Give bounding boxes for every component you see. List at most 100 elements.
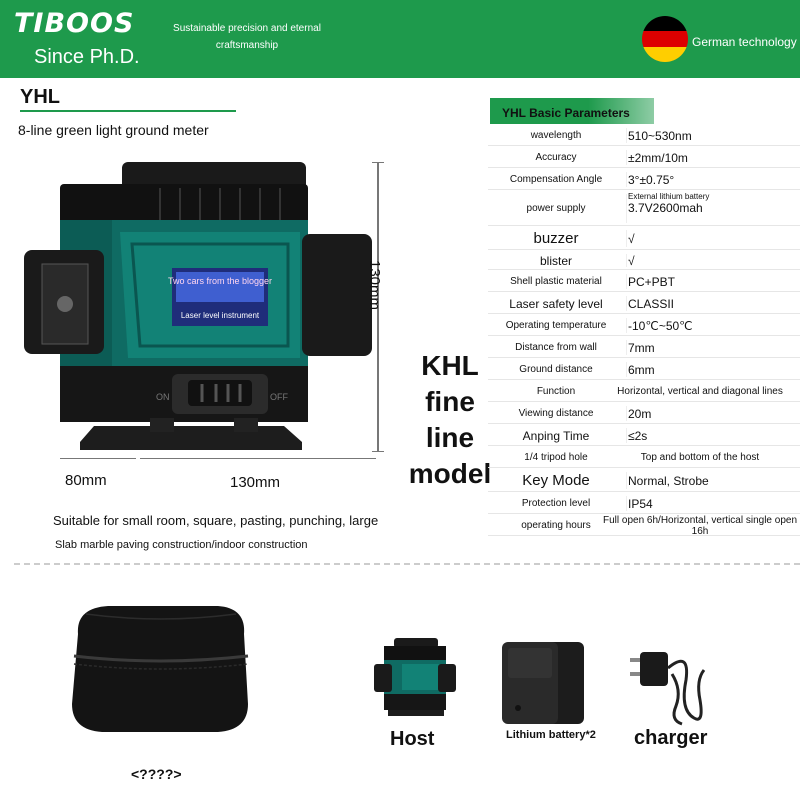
param-key: Protection level (521, 498, 591, 509)
title-underline (20, 110, 236, 112)
since-text: Since Ph.D. (34, 46, 140, 68)
param-key: Accuracy (535, 152, 577, 163)
param-row: 1/4 tripod hole Top and bottom of the hos… (488, 448, 800, 468)
param-key: wavelength (530, 130, 582, 141)
params-title: YHL Basic Parameters (502, 106, 630, 120)
laser-level-image: Two cars from the blogger Laser level in… (24, 162, 372, 450)
param-separator (626, 254, 627, 267)
bag-label: <????> (131, 766, 182, 782)
param-separator (626, 340, 627, 355)
depth-dimension-label: 80mm (65, 472, 107, 489)
param-row: Shell plastic material PC+PBT (488, 272, 800, 292)
param-separator (626, 296, 627, 311)
param-value: ±2mm/10m (628, 150, 688, 165)
param-row: blister √ (488, 252, 800, 270)
height-dimension-label: 130mm (366, 260, 383, 311)
param-separator (626, 428, 627, 443)
param-key: 1/4 tripod hole (524, 452, 588, 463)
param-row: Viewing distance 20m (488, 404, 800, 424)
param-value: 510~530nm (628, 128, 692, 143)
param-value: CLASSII (628, 296, 675, 311)
param-key: Key Mode (522, 472, 590, 489)
param-value: PC+PBT (628, 274, 676, 289)
param-value: Horizontal, vertical and diagonal lines (617, 386, 783, 397)
param-note: External lithium battery (628, 192, 710, 201)
host-label: Host (390, 728, 435, 750)
param-row: Distance from wall 7mm (488, 338, 800, 358)
param-value: Top and bottom of the host (640, 452, 760, 463)
param-row: Laser safety level CLASSII (488, 294, 800, 314)
section-divider (14, 563, 800, 565)
param-separator (626, 496, 627, 511)
param-key: Operating temperature (505, 320, 607, 331)
param-row: Ground distance 6mm (488, 360, 800, 380)
product-subtitle: 8-line green light ground meter (18, 122, 209, 138)
param-separator (626, 194, 627, 223)
param-row: Anping Time ≤2s (488, 426, 800, 446)
header-band: TIBOOS Since Ph.D. Sustainable precision… (0, 0, 800, 78)
param-row: wavelength 510~530nm (488, 126, 800, 146)
param-key: Distance from wall (515, 342, 597, 353)
param-value: 7mm (628, 340, 655, 355)
param-value: Normal, Strobe (628, 473, 709, 488)
param-key: Shell plastic material (510, 276, 602, 287)
param-value: 3°±0.75° (628, 172, 675, 187)
params-title-bar: YHL Basic Parameters (490, 98, 654, 124)
charger-label: charger (634, 727, 708, 749)
param-value: IP54 (628, 496, 653, 511)
param-key: Function (536, 386, 576, 397)
param-value: -10℃~50℃ (628, 318, 693, 333)
param-key: Laser safety level (509, 296, 603, 311)
width-dimension-label: 130mm (230, 474, 281, 491)
param-separator (626, 230, 627, 247)
param-row: Accuracy ±2mm/10m (488, 148, 800, 168)
device-label-line2: Laser level instrument (181, 311, 260, 320)
param-separator (626, 362, 627, 377)
param-separator (626, 318, 627, 333)
german-technology-text: German technology (692, 35, 797, 49)
width-dimension-line (140, 458, 376, 459)
param-value-text: 3.7V2600mah (628, 201, 703, 215)
suitable-text-2: Slab marble paving construction/indoor c… (55, 539, 308, 551)
param-key: Anping Time (522, 428, 590, 443)
model-name: KHL fine line model (408, 350, 492, 489)
charger-image (630, 652, 706, 726)
height-dimension-line (372, 162, 384, 452)
param-key: Compensation Angle (509, 174, 603, 185)
param-value: Full open 6h/Horizontal, vertical single… (603, 514, 797, 537)
param-value: ≤2s (628, 428, 648, 443)
param-separator (626, 172, 627, 187)
param-separator (626, 472, 627, 489)
suitable-text-1: Suitable for small room, square, pasting… (53, 513, 379, 528)
param-row: Protection level IP54 (488, 494, 800, 514)
param-row: Compensation Angle 3°±0.75° (488, 170, 800, 190)
german-flag-icon (642, 16, 688, 62)
param-key: buzzer (533, 230, 579, 247)
param-row: Key Mode Normal, Strobe (488, 470, 800, 492)
param-key: Viewing distance (518, 408, 594, 419)
battery-label: Lithium battery*2 (506, 729, 596, 741)
param-row: buzzer √ (488, 228, 800, 250)
param-value: √ (628, 253, 635, 268)
brand-logo: TIBOOS (14, 8, 135, 39)
depth-dimension-line (60, 458, 136, 459)
param-value: √ (628, 231, 635, 246)
param-key: Ground distance (519, 364, 593, 375)
param-row: Operating temperature -10℃~50℃ (488, 316, 800, 336)
host-image (374, 638, 456, 716)
param-value: 6mm (628, 362, 655, 377)
param-key: blister (539, 253, 572, 268)
param-key: operating hours (521, 520, 591, 531)
storage-bag-image (72, 606, 249, 732)
battery-image (502, 642, 584, 724)
switch-on-label: ON (156, 392, 170, 402)
param-row: Function Horizontal, vertical and diagona… (488, 382, 800, 402)
param-separator (626, 406, 627, 421)
param-value: 20m (628, 406, 652, 421)
param-separator (626, 274, 627, 289)
param-key: power supply (526, 202, 586, 214)
param-separator (626, 150, 627, 165)
switch-off-label: OFF (270, 392, 288, 402)
